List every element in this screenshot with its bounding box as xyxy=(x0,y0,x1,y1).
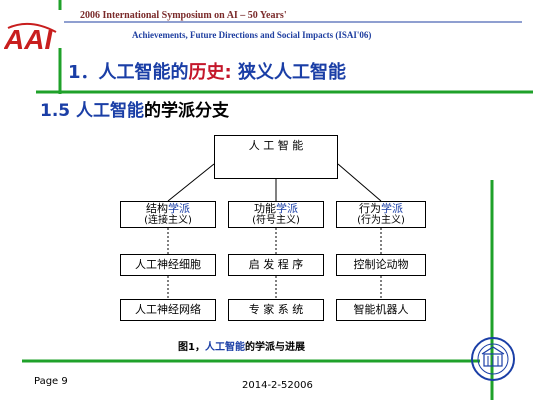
school-box-structure: 结构学派 (连接主义) xyxy=(120,201,216,228)
header-line-2: Achievements, Future Directions and Soci… xyxy=(132,30,372,40)
title-mid: 的 xyxy=(170,62,189,83)
method-label: 启 发 程 序 xyxy=(248,258,304,272)
school-box-behavior: 行为学派 (行为主义) xyxy=(336,201,426,228)
method-box-neuron: 人工神经细胞 xyxy=(120,254,216,276)
page-number: Page 9 xyxy=(34,376,68,387)
subtitle-blue: 人工智能 xyxy=(76,101,145,121)
subtitle-rest: 的学派分支 xyxy=(144,101,230,121)
school-box-function: 功能学派 (符号主义) xyxy=(228,201,324,228)
aai-logo: AAI xyxy=(4,22,57,54)
caption-prefix: 图1， xyxy=(178,342,205,353)
result-label: 人工神经网络 xyxy=(135,303,201,317)
school-name: 功能学派 xyxy=(254,202,298,215)
subtitle-number: 1.5 xyxy=(40,101,71,121)
connector-root-left xyxy=(167,163,215,202)
method-box-heuristic: 启 发 程 序 xyxy=(228,254,324,276)
method-label: 控制论动物 xyxy=(353,258,409,272)
diagram-root-box: 人 工 智 能 xyxy=(214,135,338,179)
title-prefix: 1．人工智能 xyxy=(68,62,171,83)
header-line-1: 2006 International Symposium on AI – 50 … xyxy=(80,10,287,21)
result-box-neural-network: 人工神经网络 xyxy=(120,299,216,321)
school-name: 行为学派 xyxy=(359,202,403,215)
section-subtitle: 1.5 人工智能的学派分支 xyxy=(40,96,229,121)
connector-root-right xyxy=(337,163,382,202)
result-label: 智能机器人 xyxy=(353,303,409,317)
result-box-robot: 智能机器人 xyxy=(336,299,426,321)
school-name-text: 结构 xyxy=(146,201,168,215)
school-name-accent: 学派 xyxy=(276,201,298,215)
school-alias: (连接主义) xyxy=(144,215,192,227)
university-seal-icon xyxy=(471,337,515,381)
result-label: 专 家 系 统 xyxy=(248,303,304,317)
method-label: 人工神经细胞 xyxy=(135,258,201,272)
svg-text:AAI: AAI xyxy=(4,24,53,54)
result-box-expert-system: 专 家 系 统 xyxy=(228,299,324,321)
title-suffix: 狭义人工智能 xyxy=(231,62,347,83)
school-alias: (符号主义) xyxy=(252,215,300,227)
school-name-accent: 学派 xyxy=(381,201,403,215)
school-alias: (行为主义) xyxy=(357,215,405,227)
school-name-text: 功能 xyxy=(254,201,276,215)
school-name-accent: 学派 xyxy=(168,201,190,215)
root-label: 人 工 智 能 xyxy=(248,139,304,152)
page-title: 1．人工智能的历史: 狭义人工智能 xyxy=(68,58,346,84)
school-name: 结构学派 xyxy=(146,202,190,215)
footer-date: 2014-2-52006 xyxy=(242,380,313,391)
figure-caption: 图1，人工智能的学派与进展 xyxy=(178,338,305,353)
caption-rest: 的学派与进展 xyxy=(244,342,305,353)
school-name-text: 行为 xyxy=(359,201,381,215)
caption-blue: 人工智能 xyxy=(204,342,245,353)
method-box-cybernetic: 控制论动物 xyxy=(336,254,426,276)
title-red: 历史: xyxy=(188,62,232,83)
